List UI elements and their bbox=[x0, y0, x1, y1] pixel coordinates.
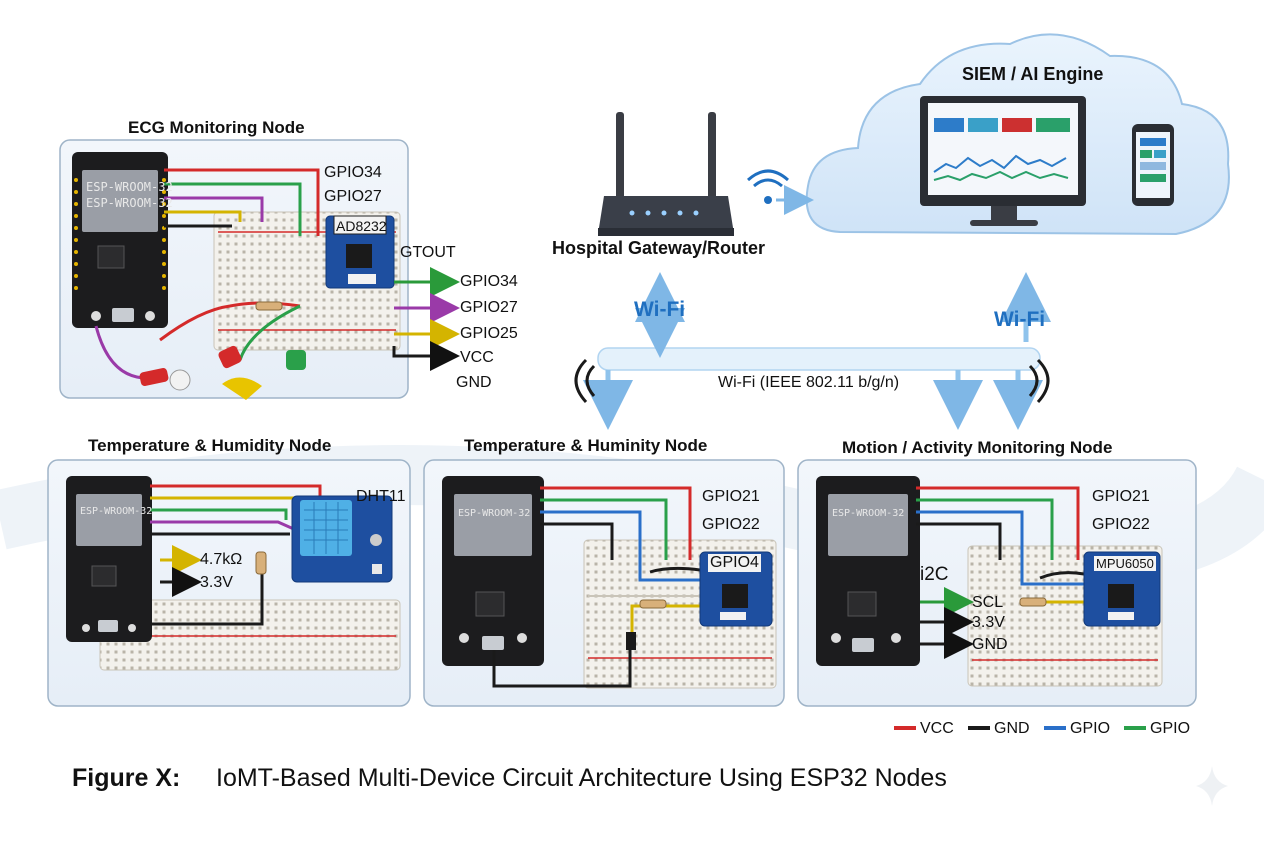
motion-pin-1: GPIO21 bbox=[1092, 488, 1150, 505]
ecg-pin-side-1: GPIO34 bbox=[460, 273, 518, 290]
temp-mid-wires bbox=[492, 486, 701, 688]
ecg-out-label: GTOUT bbox=[400, 244, 456, 261]
motion-pin-2: GPIO22 bbox=[1092, 516, 1150, 533]
esp32-chip-label: ESP-WROOM-32 bbox=[458, 508, 531, 519]
ad8232-label: AD8232 bbox=[336, 218, 387, 234]
ecg-pin-side-3: GPIO25 bbox=[460, 325, 518, 342]
esp32-board bbox=[442, 476, 544, 666]
temp-left-title: Temperature & Humidity Node bbox=[88, 436, 332, 455]
temp-mid-pin-2: GPIO22 bbox=[702, 516, 760, 533]
ecg-pin-side-2: GPIO27 bbox=[460, 299, 518, 316]
ecg-electrode-clips bbox=[139, 345, 306, 400]
wifi-signal-icon bbox=[746, 169, 790, 204]
gateway-label: Hospital Gateway/Router bbox=[552, 238, 766, 258]
wifi-signal-icon bbox=[574, 358, 1050, 404]
ecg-pin-side-4: VCC bbox=[460, 349, 494, 366]
caption-prefix: Figure X: bbox=[72, 764, 181, 792]
esp32-pins bbox=[74, 178, 166, 290]
esp32-chip-label: ESP-WROOM-32 bbox=[86, 196, 173, 210]
motion-label-vcc: 3.3V bbox=[972, 614, 1005, 631]
ecg-pin-side-5: GND bbox=[456, 374, 492, 391]
transistor bbox=[626, 632, 636, 650]
legend-label-gnd: GND bbox=[994, 720, 1030, 737]
temp-mid-title: Temperature & Huminity Node bbox=[464, 436, 708, 455]
resistor bbox=[639, 599, 667, 609]
motion-label-scl: SCL bbox=[972, 594, 1004, 611]
wifi-network-bus bbox=[583, 272, 1051, 430]
esp32-chip-label: ESP-WROOM-32 bbox=[80, 506, 153, 517]
resistor bbox=[255, 301, 283, 311]
resistor-label: 4.7kΩ bbox=[200, 551, 243, 568]
temp-mid-module-label: GPIO4 bbox=[708, 554, 761, 572]
esp32-board bbox=[66, 476, 152, 642]
sparkle-icon bbox=[1196, 766, 1228, 806]
ad8232-module bbox=[325, 215, 395, 289]
dht11-label: DHT11 bbox=[356, 488, 406, 505]
motion-node-title: Motion / Activity Monitoring Node bbox=[842, 438, 1113, 457]
motion-label-gnd: GND bbox=[972, 636, 1008, 653]
ecg-pin-top-2: GPIO27 bbox=[324, 188, 382, 205]
wifi-label-right: Wi-Fi bbox=[994, 308, 1046, 331]
monitor-icon bbox=[920, 96, 1086, 226]
legend-label-gpio-green: GPIO bbox=[1150, 720, 1191, 737]
esp32-chip-label: ESP-WROOM-32 bbox=[832, 508, 905, 519]
wifi-bus-label: Wi-Fi (IEEE 802.11 b/g/n) bbox=[718, 374, 900, 391]
ecg-pin-arrows bbox=[392, 267, 460, 371]
esp32-board bbox=[72, 152, 168, 328]
wifi-label-left: Wi-Fi bbox=[634, 298, 686, 321]
esp32-chip-label: ESP-WROOM-32 bbox=[86, 180, 173, 194]
dht11-module bbox=[291, 495, 393, 583]
ecg-pin-top-1: GPIO34 bbox=[324, 164, 382, 181]
legend-label-gpio-blue: GPIO bbox=[1070, 720, 1111, 737]
voltage-label: 3.3V bbox=[200, 574, 233, 591]
caption-text: IoMT-Based Multi-Device Circuit Architec… bbox=[216, 764, 947, 792]
router-icon bbox=[598, 112, 734, 236]
resistor bbox=[1019, 597, 1047, 607]
legend-label-vcc: VCC bbox=[920, 720, 954, 737]
cloud-title: SIEM / AI Engine bbox=[962, 64, 1104, 84]
esp32-board bbox=[816, 476, 920, 666]
ecg-node-title: ECG Monitoring Node bbox=[128, 118, 305, 137]
temp-mid-pin-1: GPIO21 bbox=[702, 488, 760, 505]
mpu6050-label: MPU6050 bbox=[1094, 556, 1156, 571]
resistor bbox=[255, 551, 267, 575]
i2c-bus-label: i2C bbox=[920, 564, 949, 585]
phone-icon bbox=[1132, 124, 1174, 206]
